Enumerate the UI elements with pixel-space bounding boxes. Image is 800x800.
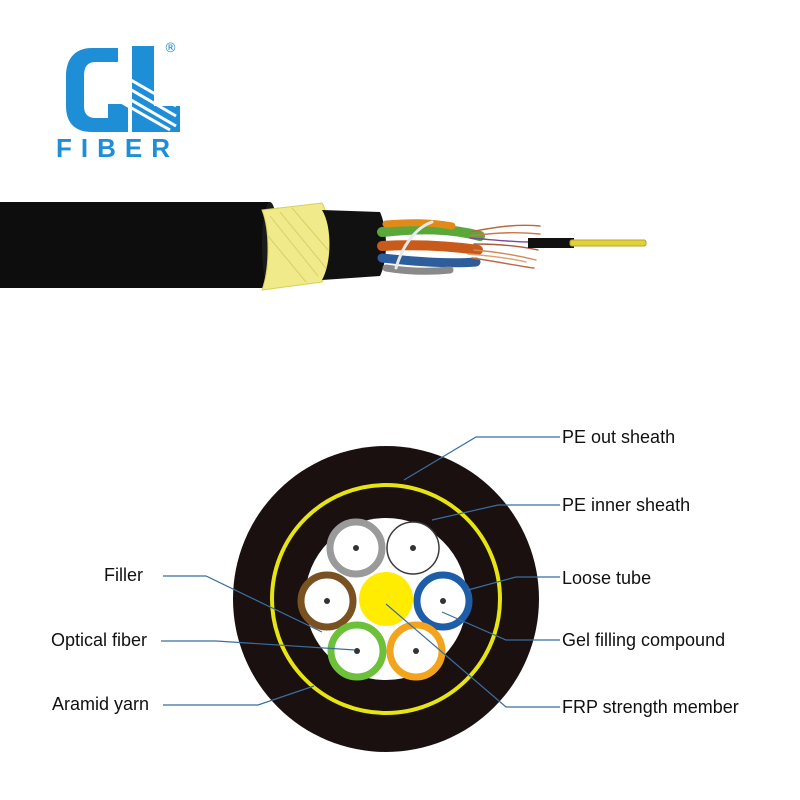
- loose-tube-brown: [297, 571, 357, 631]
- leader-frp: [385, 603, 560, 708]
- loose-tube-blue: [413, 571, 473, 631]
- labels: PE out sheath PE inner sheath Loose tube…: [51, 427, 739, 717]
- leader-gel-filling: [441, 611, 560, 641]
- frp-strength-member: [359, 572, 413, 626]
- loose-tube-green: [327, 621, 387, 681]
- logo-g-mark: [66, 48, 128, 132]
- leader-pe-inner-sheath: [431, 504, 560, 521]
- leader-loose-tube: [467, 576, 560, 591]
- inner-sheath-side: [322, 210, 386, 280]
- aramid-layer: [261, 202, 330, 291]
- label-pe-inner-sheath: PE inner sheath: [562, 495, 690, 515]
- loose-tube-gray: [326, 518, 386, 578]
- leader-lines: [161, 436, 560, 708]
- cable-side-view: [0, 202, 647, 291]
- label-filler: Filler: [104, 565, 143, 585]
- cable-cross-section: [233, 446, 539, 752]
- label-optical-fiber: Optical fiber: [51, 630, 147, 650]
- aramid-yarn-ring: [270, 483, 502, 715]
- label-frp-strength-member: FRP strength member: [562, 697, 739, 717]
- gl-fiber-logo: ® FIBER: [56, 41, 180, 163]
- loose-tubes-side: [377, 219, 647, 275]
- label-pe-out-sheath: PE out sheath: [562, 427, 675, 447]
- loose-tube-orange: [386, 621, 446, 681]
- label-aramid-yarn: Aramid yarn: [52, 694, 149, 714]
- loose-tube-white: [386, 521, 440, 575]
- logo-l-mark: [132, 46, 180, 132]
- logo-fiber-text: FIBER: [56, 133, 179, 163]
- outer-jacket: [0, 202, 270, 288]
- leader-aramid-yarn: [163, 685, 315, 706]
- leader-optical-fiber: [161, 640, 356, 651]
- leader-filler: [163, 575, 323, 633]
- label-gel-filling-compound: Gel filling compound: [562, 630, 725, 650]
- logo-registered-mark: ®: [164, 41, 177, 56]
- label-loose-tube: Loose tube: [562, 568, 651, 588]
- logo-stripes: [99, 66, 177, 132]
- leader-pe-out-sheath: [403, 436, 560, 481]
